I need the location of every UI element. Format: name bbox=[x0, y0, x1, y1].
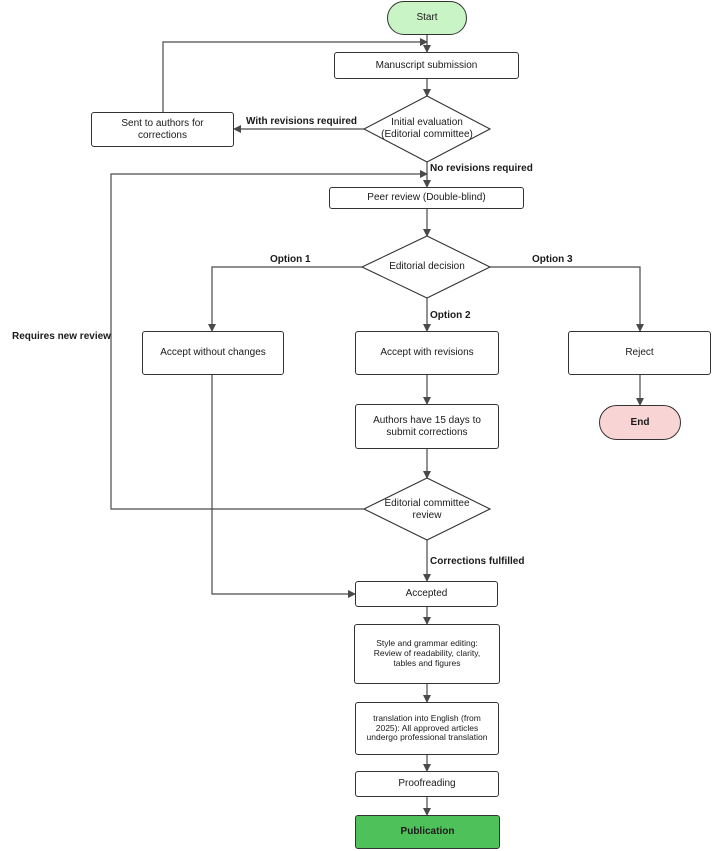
accept-with-revisions-box: Accept with revisions bbox=[355, 331, 499, 375]
sent-to-authors-box: Sent to authors for corrections bbox=[91, 112, 234, 147]
peer-review-box: Peer review (Double-blind) bbox=[329, 187, 524, 209]
edge-new-review bbox=[110, 170, 428, 510]
proofreading-box: Proofreading bbox=[355, 771, 499, 797]
manuscript-submission-box: Manuscript submission bbox=[334, 52, 519, 79]
initial-evaluation-label: Initial evaluation (Editorial committee) bbox=[381, 117, 473, 140]
edge-option3 bbox=[490, 266, 644, 332]
decision-diamond-committee bbox=[362, 477, 492, 541]
decision-diamond-editorial bbox=[360, 235, 492, 299]
decision-diamond-initial-eval bbox=[362, 95, 492, 163]
end-terminal: End bbox=[599, 405, 681, 440]
style-grammar-editing-box: Style and grammar editing: Review of rea… bbox=[354, 624, 500, 684]
accepted-box: Accepted bbox=[355, 581, 498, 607]
edge-label-option2: Option 2 bbox=[430, 310, 471, 321]
edge-nochanges-accepted bbox=[211, 375, 356, 598]
edge-label-no-revisions: No revisions required bbox=[430, 163, 533, 174]
accept-without-changes-box: Accept without changes bbox=[142, 331, 284, 375]
edge-label-with-revisions: With revisions required bbox=[246, 116, 358, 127]
edge-label-option1: Option 1 bbox=[270, 254, 311, 265]
edge-option1 bbox=[208, 266, 362, 332]
publication-box: Publication bbox=[355, 815, 500, 849]
edge-label-requires-new-review: Requires new review bbox=[12, 331, 111, 342]
edge-label-option3: Option 3 bbox=[532, 254, 573, 265]
edge-label-corrections-fulfilled: Corrections fulfilled bbox=[430, 556, 525, 567]
edge-sent-loop bbox=[162, 38, 428, 112]
reject-box: Reject bbox=[568, 331, 711, 375]
start-terminal: Start bbox=[387, 1, 467, 35]
editorial-decision-label: Editorial decision bbox=[389, 261, 465, 272]
committee-review-label: Editorial committee review bbox=[384, 498, 470, 521]
translation-box: translation into English (from 2025): Al… bbox=[355, 702, 499, 755]
authors-15-days-box: Authors have 15 days to submit correctio… bbox=[355, 404, 499, 449]
